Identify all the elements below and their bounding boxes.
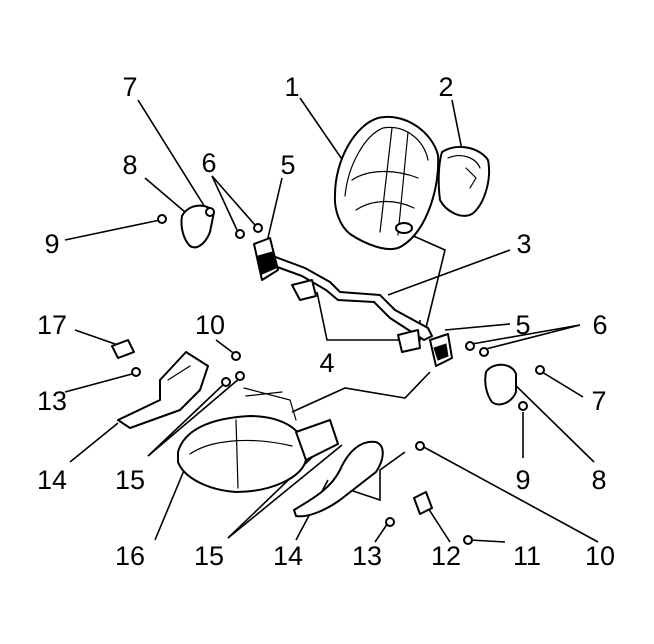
callout-3: 3 — [516, 229, 531, 259]
seat-back-part — [333, 115, 440, 251]
callout-5-upper: 5 — [280, 150, 295, 180]
callout-13-lower: 13 — [352, 541, 382, 571]
callout-2: 2 — [438, 72, 453, 102]
recliner-cover-left — [180, 204, 215, 249]
callout-9-left: 9 — [44, 229, 59, 259]
callout-15-lower: 15 — [194, 541, 224, 571]
callout-6-upper: 6 — [201, 148, 216, 178]
callout-6-right: 6 — [592, 310, 607, 340]
callout-7-upper: 7 — [122, 72, 137, 102]
callout-16: 16 — [115, 541, 145, 571]
seat-back-panel-part — [437, 145, 490, 217]
callout-14-left: 14 — [37, 465, 67, 495]
callout-7-right: 7 — [591, 386, 606, 416]
callout-15-left: 15 — [115, 465, 145, 495]
callout-13-left: 13 — [37, 386, 67, 416]
seat-back-frame-part — [257, 251, 433, 353]
callout-11: 11 — [513, 541, 541, 571]
bolts — [131, 214, 545, 545]
callout-5-right: 5 — [515, 310, 530, 340]
callout-10-lower: 10 — [585, 541, 615, 571]
callout-8-right: 8 — [591, 465, 606, 495]
callout-1: 1 — [284, 72, 299, 102]
callout-14-lower: 14 — [273, 541, 303, 571]
callout-12: 12 — [431, 541, 461, 571]
callout-9-lower: 9 — [515, 465, 530, 495]
callout-17: 17 — [37, 310, 67, 340]
side-shield-right — [293, 440, 384, 518]
hinge-bracket-left — [253, 237, 279, 281]
trim-cap-part — [111, 339, 135, 359]
callout-10-left: 10 — [195, 310, 225, 340]
side-shield-left — [117, 351, 209, 429]
callout-labels: 1 2 3 4 5 5 6 6 7 7 8 8 9 9 10 10 11 12 … — [37, 72, 615, 571]
callout-4: 4 — [319, 348, 334, 378]
recliner-cover-right — [484, 363, 517, 406]
actuator-part — [413, 491, 433, 515]
seat-cushion-part — [177, 387, 339, 493]
callout-8-upper: 8 — [122, 150, 137, 180]
hinge-bracket-right — [429, 333, 453, 367]
